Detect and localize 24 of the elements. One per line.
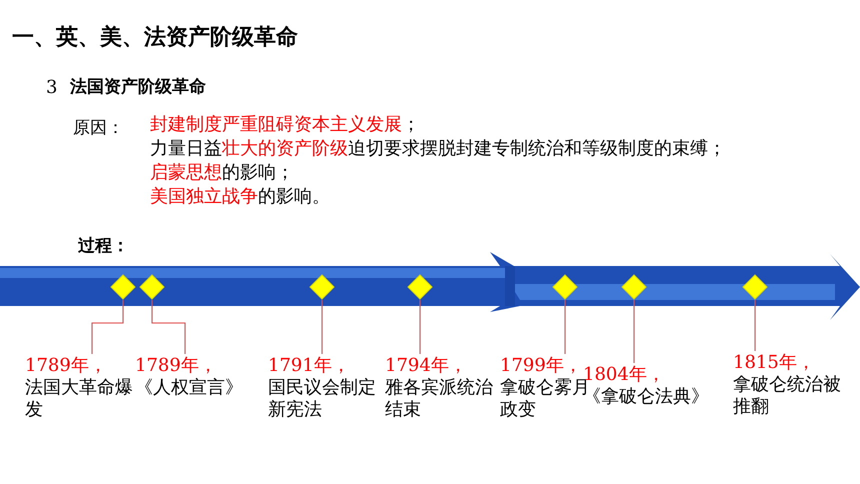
leader-line [152,300,186,354]
cause-text: 力量日益壮大的资产阶级迫切要求摆脱封建专制统治和等级制度的束缚； [150,138,726,160]
event-text: 法国大革命爆发 [25,377,134,421]
section-number: 3 [46,77,58,99]
event-date: 1789年， [135,355,218,377]
section-heading: 法国资产阶级革命 [70,77,206,98]
leader-line [92,300,124,354]
event-date: 1794年， [385,355,468,377]
event-date: 1799年， [500,355,583,377]
event-date: 1815年， [733,352,816,374]
cause-text: 美国独立战争的影响。 [150,186,330,208]
title: 一、英、美、法资产阶级革命 [12,24,298,52]
event-date: 1791年， [268,355,351,377]
cause-text: 封建制度严重阻碍资本主义发展； [150,114,420,136]
cause-text: 启蒙思想的影响； [150,162,294,184]
leader-line [564,300,566,354]
event-text: 《人权宣言》 [135,377,244,399]
cause-label: 原因： [73,118,124,139]
process-label: 过程： [78,236,129,257]
event-date: 1789年， [25,355,108,377]
leader-line [754,300,756,352]
event-text: 国民议会制定新宪法 [268,377,377,421]
event-text: 拿破仑统治被推翻 [733,374,842,418]
event-text: 雅各宾派统治结束 [385,377,494,421]
